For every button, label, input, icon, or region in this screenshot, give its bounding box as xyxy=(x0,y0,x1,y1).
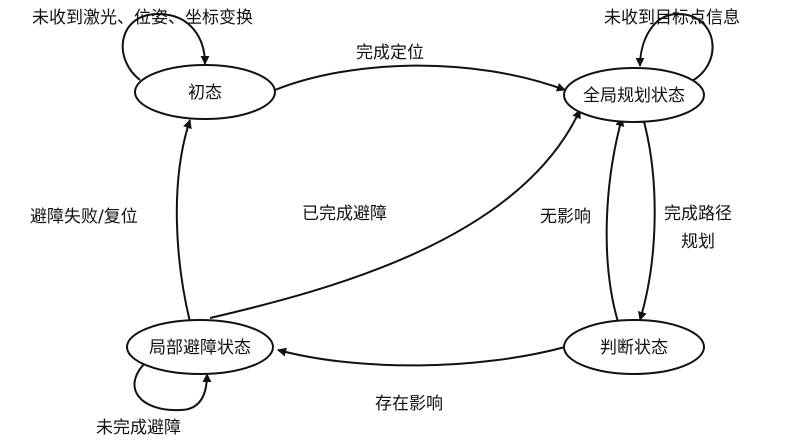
state-judge: 判断状态 xyxy=(563,319,705,375)
state-init-label: 初态 xyxy=(188,83,222,103)
state-global-planning: 全局规划状态 xyxy=(563,67,705,123)
edge-init-to-global xyxy=(274,64,566,92)
label-local-to-global: 已完成避障 xyxy=(302,204,387,224)
edge-global-to-judge xyxy=(638,117,656,321)
state-global-planning-label: 全局规划状态 xyxy=(583,86,685,106)
edge-init-self-loop xyxy=(121,12,210,81)
edge-local-to-global xyxy=(209,109,581,319)
label-global-to-judge-line1: 完成路径 xyxy=(664,204,732,224)
label-init-to-global: 完成定位 xyxy=(356,43,424,63)
edge-global-self-loop xyxy=(635,12,714,83)
label-judge-to-global: 无影响 xyxy=(540,207,591,227)
label-local-self: 未完成避障 xyxy=(96,418,181,438)
edge-judge-to-global xyxy=(605,117,625,323)
edge-local-to-init xyxy=(175,119,192,323)
label-global-to-judge-line2: 规划 xyxy=(681,232,715,252)
edge-judge-to-local xyxy=(277,346,566,367)
state-init: 初态 xyxy=(134,64,276,120)
label-judge-to-local: 存在影响 xyxy=(375,394,443,414)
label-global-self: 未收到目标点信息 xyxy=(604,8,740,28)
label-init-self: 未收到激光、位姿、坐标变换 xyxy=(32,8,253,28)
state-local-avoidance: 局部避障状态 xyxy=(126,319,274,375)
state-local-avoidance-label: 局部避障状态 xyxy=(149,338,251,358)
edge-local-self-loop xyxy=(133,359,212,412)
label-local-to-init: 避障失败/复位 xyxy=(30,207,138,227)
state-judge-label: 判断状态 xyxy=(600,338,668,358)
